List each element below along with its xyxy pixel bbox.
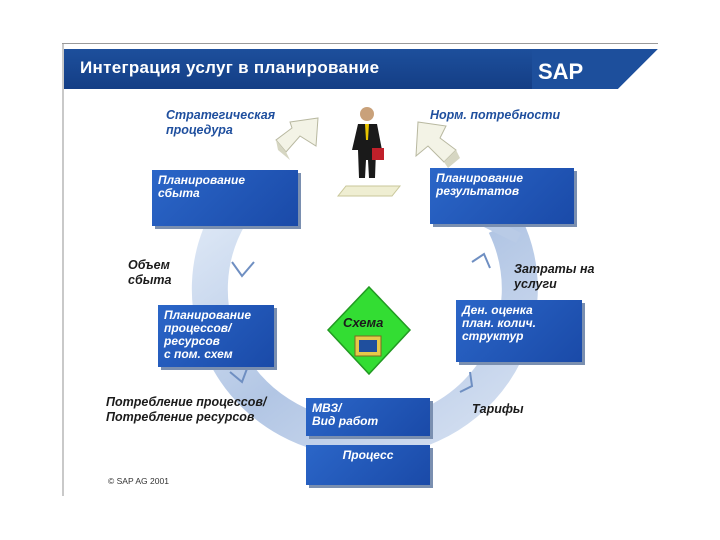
label-norm-requirements: Норм. потребности [430,108,561,122]
ring-arrow [459,371,474,393]
sap-logo-text: SAP [538,59,583,84]
label-service-costs: Затраты на услуги [514,262,595,291]
box-mvz: МВЗ/ Вид работ [306,398,430,436]
left-paper-arrow [275,117,319,160]
copyright: © SAP AG 2001 [108,476,169,486]
box-process: Процесс [306,445,430,485]
cycle-ring-right [483,216,522,244]
label-strategic-procedure: Стратегическая процедура [166,108,276,137]
center-diamond [326,285,412,376]
ring-arrow [471,252,491,269]
businessman-figure [336,107,402,197]
right-paper-arrow [415,121,460,168]
box-sales-planning: Планирование сбыта [152,170,298,226]
box-results-planning: Планирование результатов [430,168,574,224]
box-process-planning: Планирование процессов/ ресурсов с пом. … [158,305,274,367]
top-rule [62,43,658,44]
label-sales-volume: Объем сбыта [128,258,172,287]
label-consumption: Потребление процессов/ Потребление ресур… [106,395,267,424]
ring-arrow [229,365,249,384]
box-valuation: Ден. оценка план. колич. структур [456,300,582,362]
left-rule [62,44,64,496]
header-bar [64,49,604,89]
center-label: Схема [343,315,383,330]
label-tariffs: Тарифы [472,402,524,416]
diagram-icon [354,335,382,357]
page-title: Интеграция услуг в планирование [80,58,380,77]
sap-logo: SAP [532,49,658,89]
ring-arrow [231,261,255,278]
